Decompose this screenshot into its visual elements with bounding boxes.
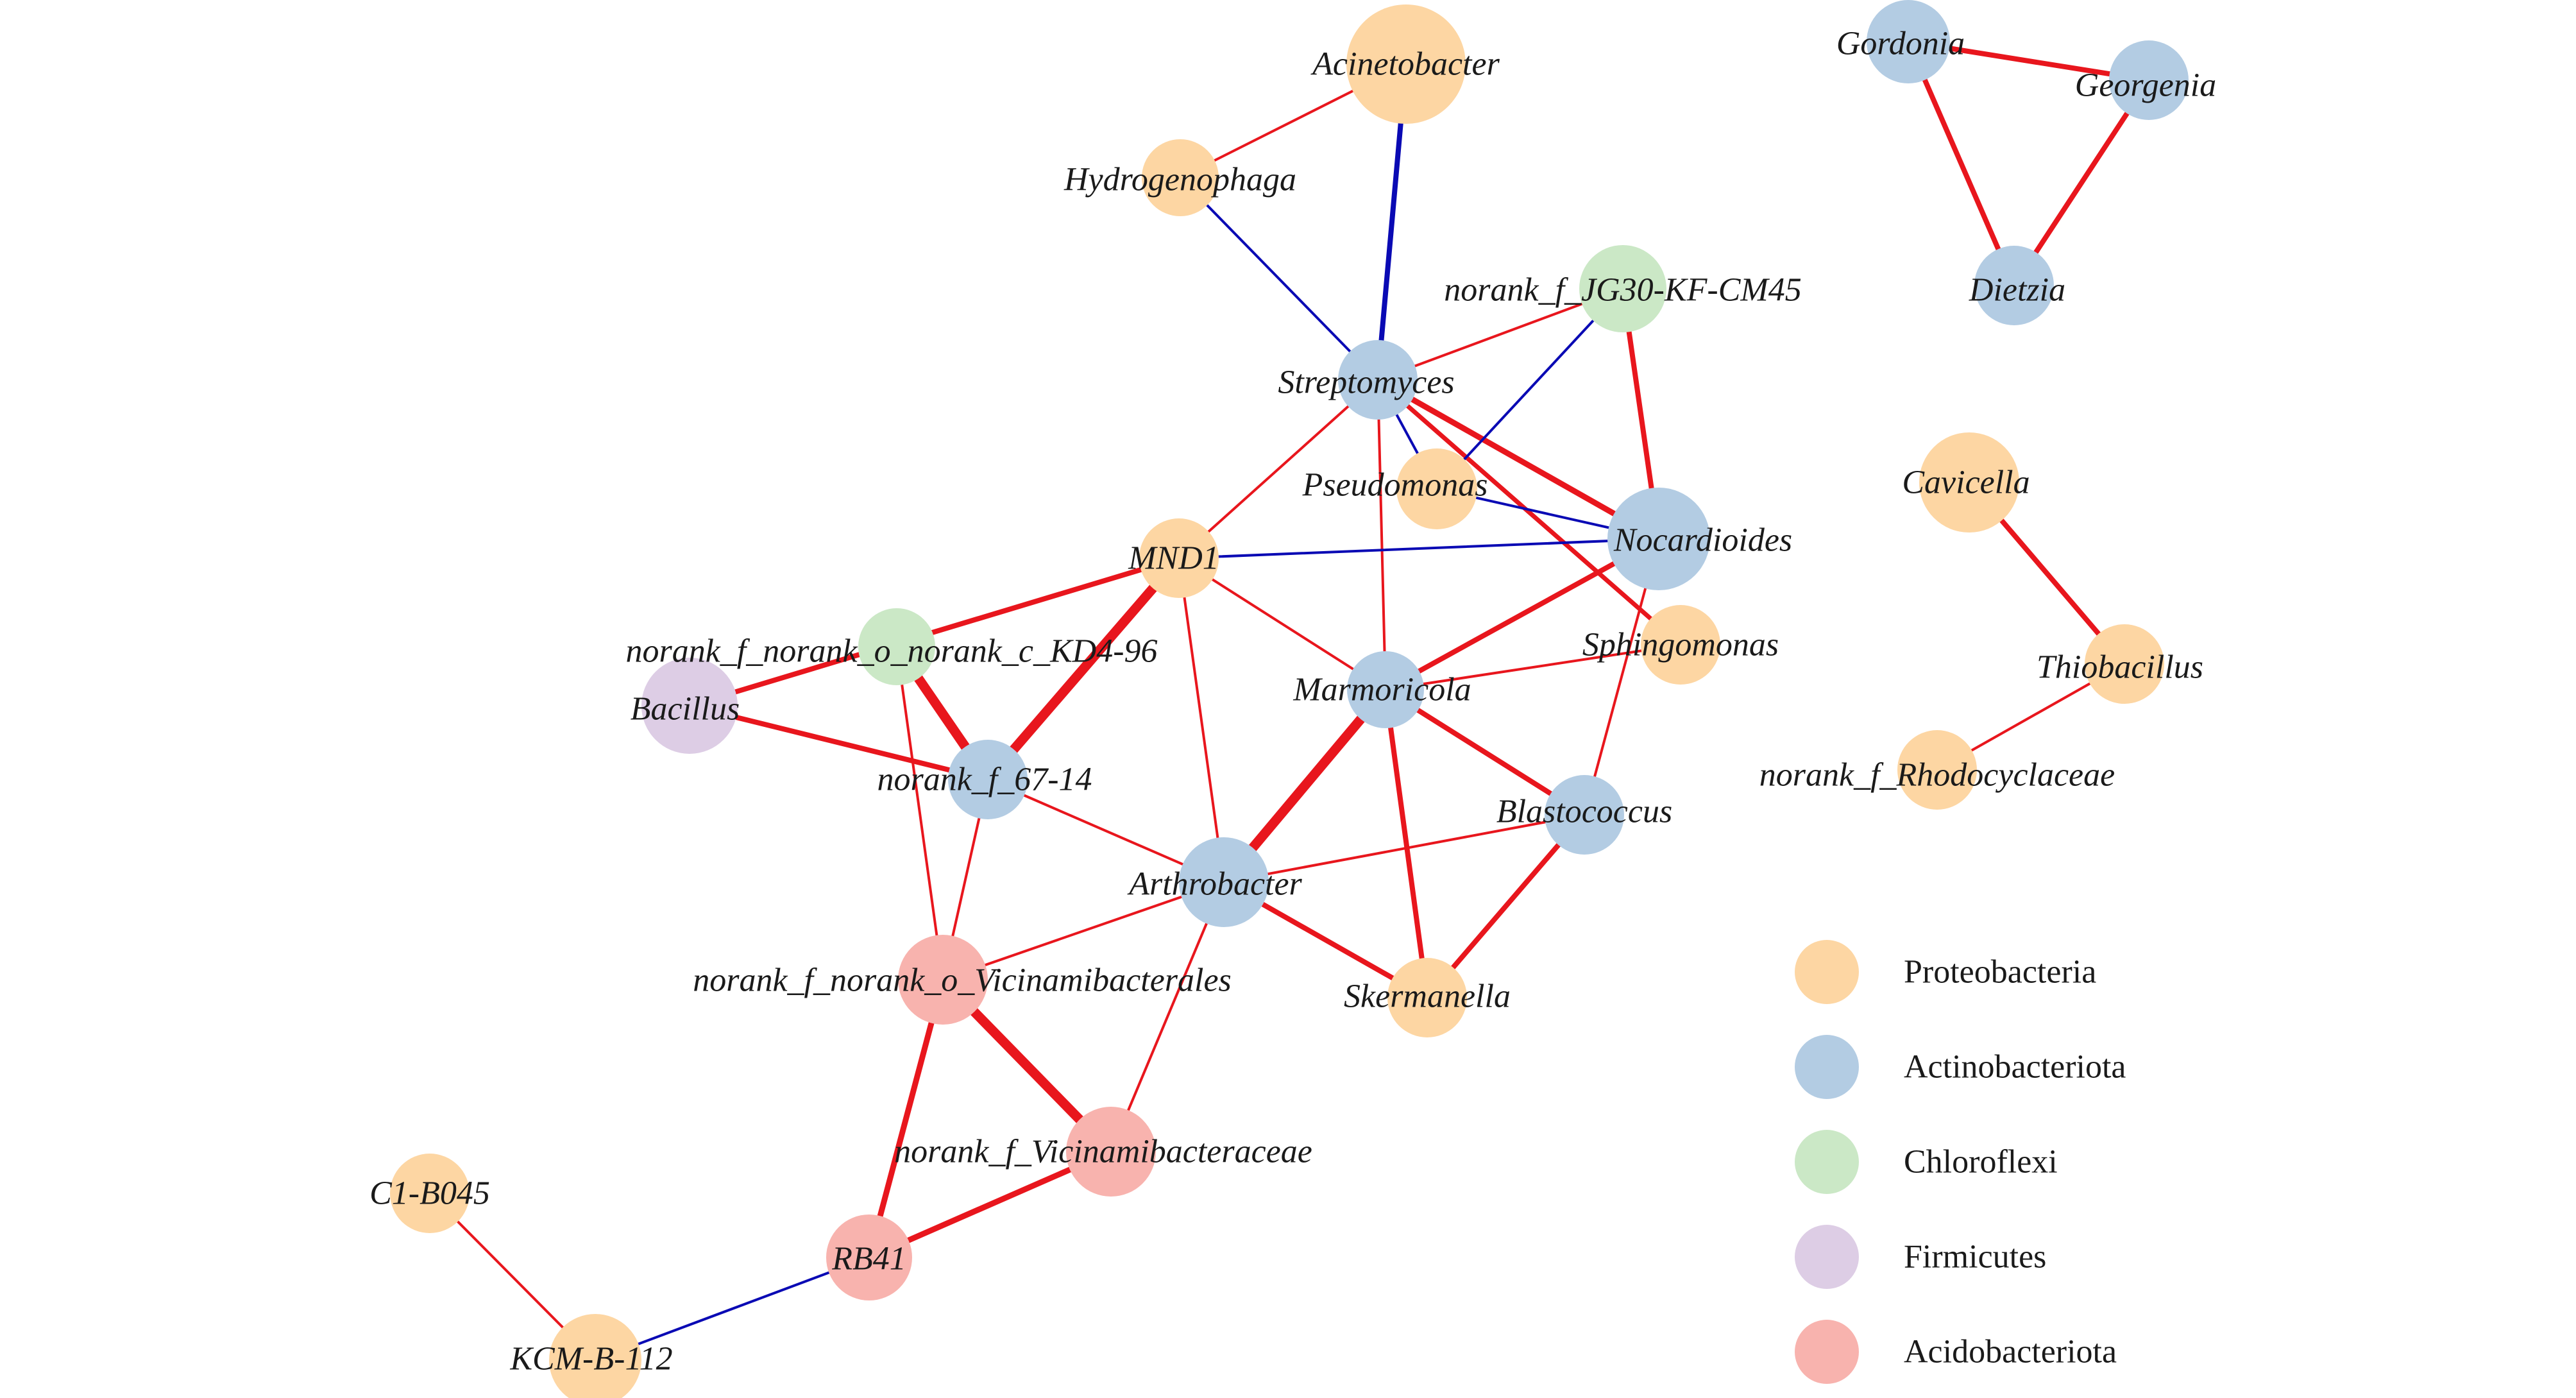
node-acinetobacter — [1346, 4, 1466, 124]
node-marmoricola — [1347, 651, 1424, 728]
node-nocardioides — [1607, 488, 1710, 590]
edge-blastococcus-skermanella — [1425, 812, 1587, 1000]
node-dietzia — [1974, 246, 2054, 325]
node-label-bacillus: Bacillus — [631, 691, 740, 728]
edge-streptomyces-mnd1 — [1178, 379, 1379, 559]
node-label-pseudomonas: Pseudomonas — [1302, 467, 1488, 504]
node-label-blastococcus: Blastococcus — [1496, 794, 1672, 830]
edge-mnd1-arthrobacter — [1178, 557, 1225, 883]
legend-swatch-chloroflexi — [1795, 1130, 1859, 1194]
node-label-gordonia: Gordonia — [1836, 26, 1965, 62]
node-skermanella — [1387, 958, 1467, 1037]
node-arthrobacter — [1179, 837, 1269, 927]
node-mnd1 — [1139, 518, 1219, 598]
edge-kd4-vicinamibacterales — [895, 645, 944, 981]
node-label-skermanella: Skermanella — [1344, 978, 1511, 1015]
node-hydrogenophaga — [1142, 139, 1219, 216]
node-c1b045 — [390, 1154, 470, 1233]
legend: ProteobacteriaActinobacteriotaChloroflex… — [1795, 940, 2126, 1384]
node-sphingomonas — [1641, 605, 1720, 685]
node-label-vicinamibacteraceae: norank_f_Vicinamibacteraceae — [894, 1134, 1312, 1170]
edge-rb41-kcmb112 — [594, 1256, 870, 1361]
node-rhodocyclaceae — [1897, 730, 1977, 810]
node-label-sphingomonas: Sphingomonas — [1582, 627, 1779, 663]
edge-mnd1-nocardioides — [1178, 538, 1660, 559]
edge-vicinamibacterales-rb41 — [866, 976, 946, 1261]
node-label-rhodocyclaceae: norank_f_Rhodocyclaceae — [1759, 757, 2115, 794]
node-label-nocardioides: Nocardioides — [1613, 522, 1792, 559]
node-pseudomonas — [1396, 448, 1477, 529]
edge-arthrobacter-vicinamibacteraceae — [1110, 881, 1225, 1153]
node-label-vicinamibacterales: norank_f_norank_o_Vicinamibacterales — [693, 962, 1232, 999]
node-vicinamibacteraceae — [1066, 1107, 1156, 1197]
node-label-cavicella: Cavicella — [1902, 465, 2029, 501]
node-label-rb41: RB41 — [831, 1241, 906, 1277]
edge-marmoricola-skermanella — [1383, 687, 1430, 1000]
node-jg30 — [1579, 245, 1666, 332]
node-label-f6714: norank_f_67-14 — [877, 762, 1092, 798]
node-streptomyces — [1338, 340, 1418, 420]
edge-mnd1-f6714 — [983, 553, 1184, 785]
node-rb41 — [826, 1215, 912, 1300]
edge-marmoricola-sphingomonas — [1384, 644, 1682, 691]
node-label-jg30: norank_f_JG30-KF-CM45 — [1444, 272, 1801, 309]
node-georgenia — [2109, 40, 2189, 120]
node-label-thiobacillus: Thiobacillus — [2037, 649, 2203, 686]
node-gordonia — [1867, 0, 1950, 83]
node-label-mnd1: MND1 — [1128, 540, 1219, 577]
node-f6714 — [948, 740, 1028, 819]
edge-bacillus-f6714 — [687, 703, 990, 782]
legend-label-chloroflexi: Chloroflexi — [1904, 1144, 2058, 1181]
node-thiobacillus — [2085, 624, 2164, 704]
legend-label-actinobacteriota: Actinobacteriota — [1904, 1049, 2126, 1086]
node-label-arthrobacter: Arthrobacter — [1127, 866, 1302, 903]
node-cavicella — [1919, 432, 2019, 533]
node-label-c1b045: C1-B045 — [369, 1175, 490, 1212]
edge-jg30-pseudomonas — [1436, 287, 1624, 490]
node-blastococcus — [1545, 775, 1624, 855]
node-label-dietzia: Dietzia — [1969, 272, 2065, 309]
edge-gordonia-dietzia — [1906, 39, 2017, 288]
node-layer — [390, 0, 2189, 1398]
edge-arthrobacter-vicinamibacterales — [942, 881, 1225, 981]
edge-streptomyces-marmoricola — [1377, 379, 1387, 691]
legend-label-proteobacteria: Proteobacteria — [1904, 954, 2096, 991]
legend-swatch-firmicutes — [1795, 1225, 1859, 1289]
node-kd4 — [858, 608, 935, 685]
node-label-georgenia: Georgenia — [2075, 67, 2216, 104]
node-label-kcmb112: KCM-B-112 — [509, 1341, 672, 1377]
node-label-kd4: norank_f_norank_o_norank_c_KD4-96 — [625, 633, 1157, 670]
node-label-hydrogenophaga: Hydrogenophaga — [1063, 162, 1296, 198]
edge-marmoricola-nocardioides — [1383, 536, 1661, 692]
edge-mnd1-bacillus — [687, 556, 1182, 708]
legend-swatch-proteobacteria — [1795, 940, 1859, 1004]
edge-georgenia-dietzia — [2012, 78, 2151, 288]
legend-swatch-acidobacteriota — [1795, 1320, 1859, 1384]
edge-hydrogenophaga-streptomyces — [1179, 176, 1379, 381]
legend-label-acidobacteriota: Acidobacteriota — [1904, 1334, 2117, 1370]
edge-streptomyces-nocardioides — [1375, 377, 1662, 542]
edge-arthrobacter-blastococcus — [1223, 814, 1586, 883]
node-bacillus — [641, 658, 738, 754]
edge-mnd1-marmoricola — [1178, 557, 1387, 691]
node-label-marmoricola: Marmoricola — [1292, 672, 1471, 708]
legend-label-firmicutes: Firmicutes — [1904, 1239, 2046, 1275]
node-vicinamibacterales — [898, 935, 988, 1025]
node-label-streptomyces: Streptomyces — [1278, 364, 1454, 401]
node-label-acinetobacter: Acinetobacter — [1310, 46, 1500, 83]
node-kcmb112 — [549, 1314, 641, 1398]
edge-streptomyces-sphingomonas — [1375, 377, 1683, 647]
legend-swatch-actinobacteriota — [1795, 1035, 1859, 1099]
